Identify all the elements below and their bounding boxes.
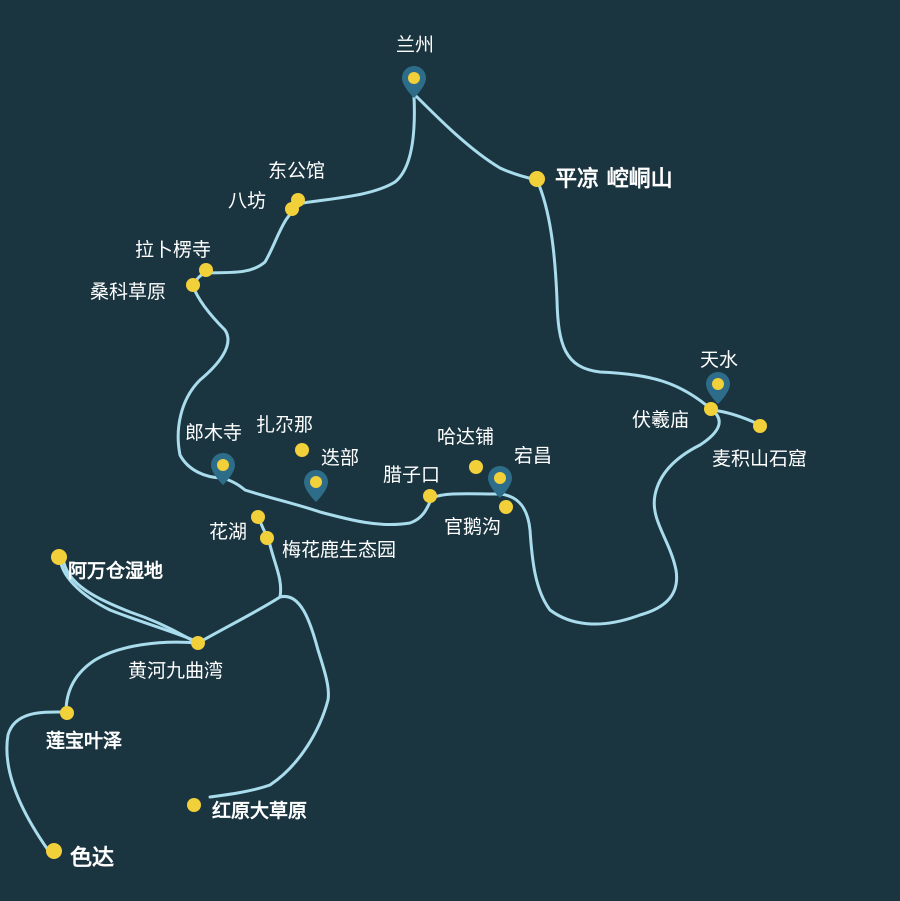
map-pin-icon (402, 66, 426, 98)
map-pin-icon (211, 453, 235, 485)
route-lanzhou-pingliang (414, 94, 539, 182)
route-awancang-b (61, 555, 200, 646)
location-dot-icon (469, 460, 483, 474)
label-meihualu: 梅花鹿生态园 (282, 539, 397, 561)
map-pin-icon (304, 470, 328, 502)
location-dot-icon (295, 443, 309, 457)
route-langmu-dangchang (221, 408, 721, 626)
route-lanzhou-bafang (191, 94, 416, 288)
route-lianbao-seda (5, 710, 68, 852)
pins (211, 66, 730, 502)
location-dot-icon (186, 278, 200, 292)
location-dot-icon (529, 171, 545, 187)
label-langmu: 郎木寺 (185, 422, 243, 444)
route-meihualu-hongyuan (208, 594, 330, 799)
label-fuxi: 伏羲庙 (632, 409, 690, 431)
route-jiuquwan-lianbao (64, 640, 200, 714)
label-guanegou: 官鹅沟 (444, 516, 502, 538)
label-maiji: 麦积山石窟 (712, 448, 808, 470)
label-bafang: 八坊 (228, 190, 267, 212)
label-diebu: 迭部 (321, 447, 360, 469)
dots (46, 171, 767, 859)
label-hadapu: 哈达铺 (437, 426, 495, 448)
location-dot-icon (60, 706, 74, 720)
label-donggongguan: 东公馆 (268, 160, 326, 182)
location-dot-icon (251, 510, 265, 524)
location-dot-icon (187, 798, 201, 812)
label-lanzhou: 兰州 (396, 34, 435, 56)
label-sangke: 桑科草原 (90, 281, 167, 303)
location-dot-icon (499, 500, 513, 514)
label-hongyuan: 红原大草原 (212, 800, 308, 822)
location-dot-icon (46, 843, 62, 859)
label-lianbao: 莲宝叶泽 (46, 730, 123, 752)
location-dot-icon (285, 202, 299, 216)
location-dot-icon (191, 636, 205, 650)
location-dot-icon (753, 419, 767, 433)
label-labuleng: 拉卜楞寺 (135, 239, 212, 261)
label-tianshui: 天水 (700, 349, 739, 371)
location-dot-icon (51, 549, 67, 565)
label-zhagana: 扎尕那 (256, 414, 314, 436)
label-dangchang: 宕昌 (514, 445, 553, 467)
label-pingliang: 平凉 崆峒山 (555, 167, 673, 192)
location-dot-icon (260, 531, 274, 545)
location-dot-icon (199, 263, 213, 277)
label-jiuquwan: 黄河九曲湾 (128, 660, 224, 682)
route-awancang-a (58, 554, 200, 644)
label-seda: 色达 (70, 846, 115, 871)
label-awancang: 阿万仓湿地 (68, 560, 164, 582)
route-pingliang-tianshui (535, 178, 714, 412)
map-pin-icon (488, 466, 512, 498)
location-dot-icon (423, 489, 437, 503)
label-huahu: 花湖 (209, 521, 248, 543)
location-dot-icon (704, 402, 718, 416)
map-pin-icon (706, 372, 730, 404)
label-lazikou: 腊子口 (383, 464, 441, 486)
route-sangke-langmu (176, 284, 230, 480)
